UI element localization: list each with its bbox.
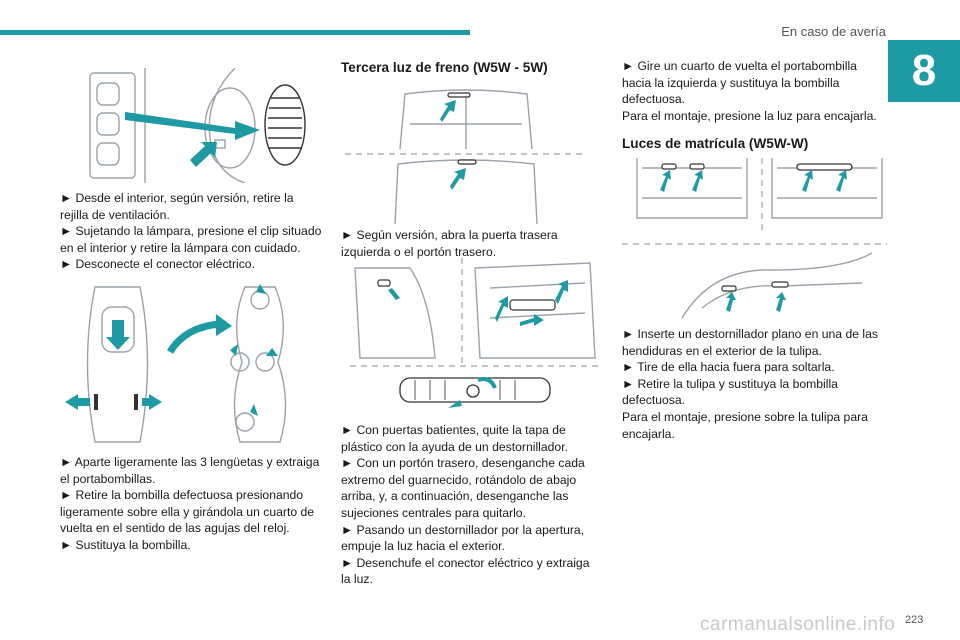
col3-steps-a: ► Gire un cuarto de vuelta el portabombi… (622, 58, 887, 124)
step-text: Para el montaje, presione la luz para en… (622, 108, 877, 123)
step-text: ► Según versión, abra la puerta trasera … (341, 228, 558, 259)
step-text: Para el montaje, presione sobre la tulip… (622, 409, 868, 441)
step-text: ► Aparte ligeramente las 3 lengüetas y e… (60, 455, 320, 486)
step-text: ► Con puertas batientes, quite la tapa d… (341, 423, 568, 454)
brake-light-cover-illustration (350, 258, 600, 408)
step-text: ► Desde el interior, según versión, reti… (60, 191, 294, 222)
watermark: carmanualsonline.info (700, 614, 896, 635)
step-text: ► Pasando un destornillador por la apert… (341, 522, 585, 554)
page-number: 223 (905, 614, 924, 626)
van-rear-doors-illustration (345, 89, 587, 224)
col1-steps-b: ► Aparte ligeramente las 3 lengüetas y e… (60, 454, 325, 554)
step-text: ► Retire la tulipa y sustituya la bombil… (622, 376, 838, 408)
tail-lamp-removal-illustration (89, 68, 306, 183)
col2-steps-a: ► Según versión, abra la puerta trasera … (341, 227, 596, 260)
col2-steps-b: ► Con puertas batientes, quite la tapa d… (341, 422, 596, 588)
heading-third-brake-light: Tercera luz de freno (W5W - 5W) (341, 60, 548, 75)
heading-licence-plate-lights: Luces de matrícula (W5W-W) (622, 136, 809, 151)
step-text: ► Sustituya la bombilla. (60, 537, 191, 552)
step-text: ► Con un portón trasero, desenganche cad… (341, 456, 585, 520)
col1-steps-a: ► Desde el interior, según versión, reti… (60, 190, 325, 273)
step-text: ► Desconecte el conector eléctrico. (60, 257, 255, 272)
section-title: En caso de avería (781, 24, 886, 39)
bulb-holder-illustration (65, 284, 287, 443)
step-text: ► Desenchufe el conector eléctrico y ext… (341, 555, 590, 587)
step-text: ► Gire un cuarto de vuelta el portabombi… (622, 59, 857, 107)
step-text: ► Inserte un destornillador plano en una… (622, 327, 878, 358)
chapter-number-badge: 8 (888, 40, 960, 102)
licence-plate-lamp-illustration (622, 158, 887, 319)
step-text: ► Retire la bombilla defectuosa presiona… (60, 488, 315, 536)
step-text: ► Tire de ella hacia fuera para soltarla… (622, 360, 835, 375)
header-accent-bar (0, 30, 470, 35)
col3-steps-b: ► Inserte un destornillador plano en una… (622, 326, 887, 442)
step-text: ► Sujetando la lámpara, presione el clip… (60, 224, 322, 255)
